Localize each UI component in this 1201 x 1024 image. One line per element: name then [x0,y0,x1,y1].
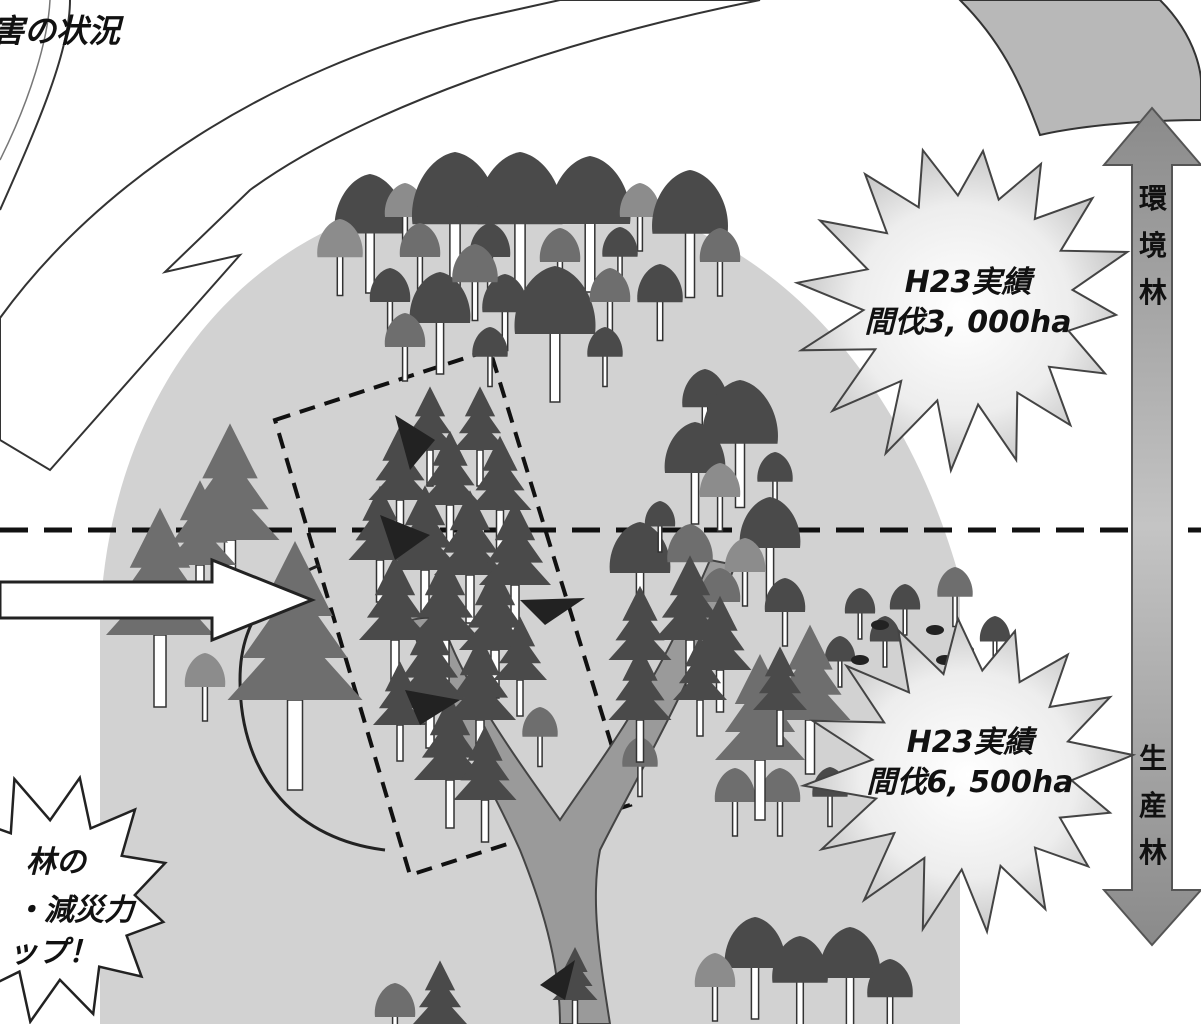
round-tree [714,768,756,837]
conifer-tree [753,646,807,747]
round-tree [374,983,416,1024]
production-forest-label: 生 産 林 [1139,742,1167,869]
thin-arc-line-2 [0,0,51,161]
round-tree [644,501,676,553]
conifer-tree [418,430,482,548]
round-tree [334,174,406,294]
left-callout-line3: ップ！ [8,935,98,970]
round-tree [384,313,426,382]
production-callout: H23実績 間伐6, 500ha [799,615,1137,936]
env-label-char: 林 [1139,276,1167,309]
flow-arrow [540,960,575,1000]
round-tree [699,463,741,532]
prod-label-char: 産 [1139,789,1167,822]
thin-arc-line [0,0,71,211]
round-tree [619,183,661,252]
flow-arrow [405,690,460,725]
forest-trees [106,152,1011,1024]
round-tree [522,707,558,768]
left-callout-line2: ・減災力 [14,893,137,928]
flow-arrow [395,415,435,470]
tree-stump [871,620,889,630]
entry-arrow [0,557,317,643]
round-tree [724,538,766,607]
flow-arrows [380,415,585,1000]
flow-arrow [520,598,585,625]
round-tree [824,636,856,688]
prod-callout-line2: 間伐6, 500ha [867,765,1074,800]
round-tree [844,588,876,640]
round-tree [702,380,778,509]
conifer-tree [434,490,506,624]
conifer-tree [403,386,457,487]
round-tree [587,327,623,388]
conifer-tree [413,960,467,1024]
tree-stump [926,625,944,635]
header-title: 害の状況 [0,12,124,50]
starburst-shape [0,774,168,1024]
starburst-shape [799,615,1137,936]
round-tree [652,170,728,299]
round-tree [549,156,631,293]
round-tree [694,953,736,1022]
conifer-tree [673,636,727,737]
prod-label-char: 林 [1139,836,1167,869]
round-tree [472,327,508,388]
round-tree [637,264,683,342]
round-tree [317,219,363,297]
left-callout-line1: 林の [26,845,88,880]
env-label-char: 環 [1139,182,1168,215]
round-tree [889,584,921,636]
round-tree [514,266,596,403]
selection-box [272,347,633,878]
left-callout: 林の ・減災力 ップ！ [0,774,168,1024]
prod-label-char: 生 [1139,742,1167,775]
round-tree [409,272,471,375]
environment-callout: H23実績 間伐3, 000ha [793,147,1131,474]
round-tree [184,653,226,722]
vertical-arrow-body [1101,106,1201,947]
round-tree [819,927,881,1024]
curved-band-arrow [0,0,761,472]
conifer-tree [359,555,431,689]
prod-callout-line1: H23実績 [907,725,1039,760]
zone-scale-arrow [1101,106,1201,947]
environment-forest-label: 環 境 林 [1139,182,1168,309]
round-tree [867,959,913,1024]
round-tree [937,567,973,628]
top-right-band [958,0,1201,137]
conifer-tree [493,616,547,717]
conifer-tree [608,645,672,763]
round-tree [664,422,726,525]
round-tree [699,228,741,297]
round-tree [724,917,786,1020]
flow-arrow [380,515,430,560]
round-tree [759,768,801,837]
conifer-tree [453,386,507,487]
round-tree [772,936,828,1024]
env-label-char: 境 [1139,229,1167,262]
env-callout-line1: H23実績 [905,265,1037,300]
env-callout-line2: 間伐3, 000ha [865,305,1072,340]
round-tree [452,244,498,322]
round-tree [764,578,806,647]
conifer-tree [453,725,517,843]
conifer-tree [227,541,363,791]
tree-stump [851,655,869,665]
starburst-shape [793,147,1131,474]
